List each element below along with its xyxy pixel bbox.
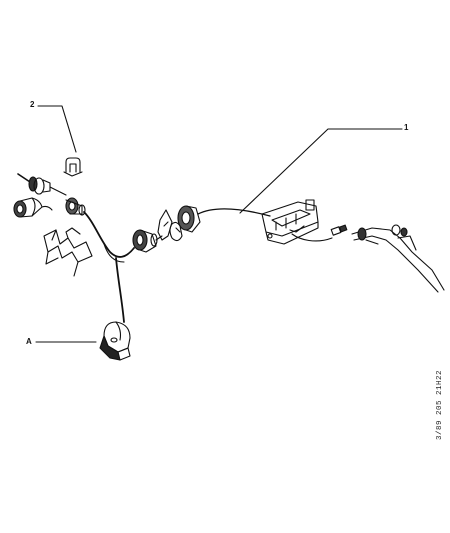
retaining-clip-1: [158, 210, 172, 240]
callout-label-2: 2: [30, 100, 35, 109]
pedal-lever: [352, 225, 444, 292]
leader-line-2: [38, 106, 76, 152]
mounting-bracket: [44, 228, 92, 276]
reference-code: 3/89 205 21H22: [436, 369, 444, 440]
switch-bracket: [262, 200, 318, 244]
callout-label-a: A: [26, 337, 32, 346]
cable-branch-down: [116, 258, 124, 322]
leader-line-1: [240, 129, 402, 213]
cable-grommet-left: [66, 198, 85, 215]
switch-lead: [292, 234, 332, 241]
retaining-clip-2: [170, 222, 182, 240]
main-cable: [84, 212, 134, 257]
inner-cable: [198, 209, 270, 216]
cable-end-fitting: [18, 174, 66, 195]
electrical-connector: [331, 225, 347, 235]
clip-part-2: [64, 158, 82, 176]
cable-loop: [104, 244, 124, 262]
cable-clip-a: [100, 322, 130, 360]
callout-label-1: 1: [404, 123, 409, 132]
cable-adjuster: [133, 230, 162, 252]
bulkhead-grommet: [178, 206, 200, 232]
rubber-sleeve: [14, 198, 52, 217]
